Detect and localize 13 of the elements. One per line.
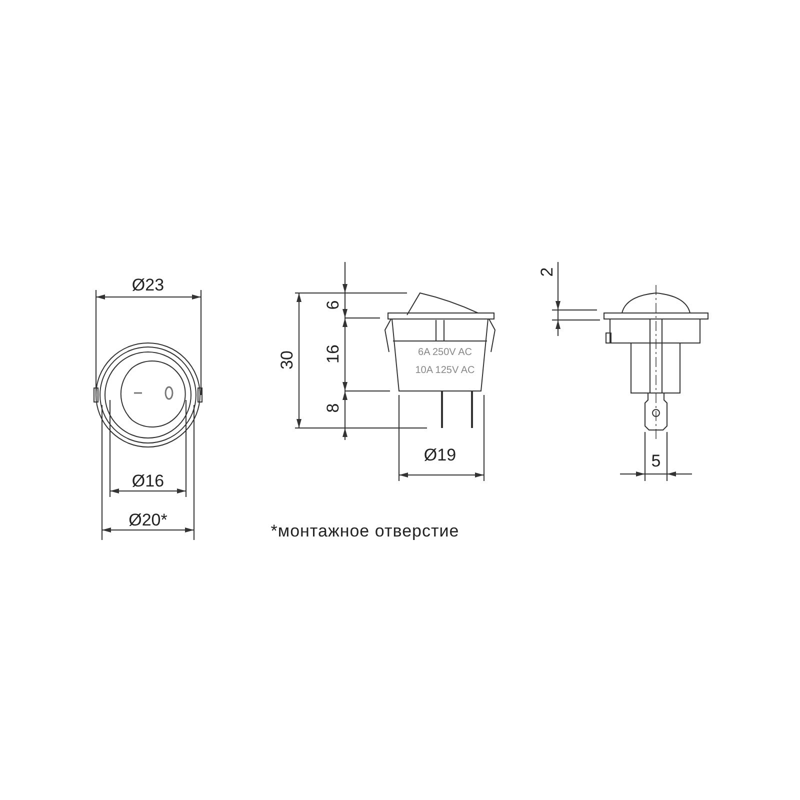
dimension-label: 16 xyxy=(324,344,342,364)
dimension-label: 8 xyxy=(324,403,342,413)
dimension-label: Ø16 xyxy=(132,472,164,490)
dimension-label: Ø20* xyxy=(128,512,168,528)
dimension-label: Ø19 xyxy=(424,446,456,464)
rating-label: 6A 250V AC xyxy=(418,348,472,358)
dimension-label: Ø23 xyxy=(132,276,164,294)
dimension-label: 6 xyxy=(324,300,342,310)
footnote-text: *монтажное отверстие xyxy=(270,522,460,540)
dimension-label: 2 xyxy=(538,267,556,277)
dimension-label: 30 xyxy=(278,350,296,370)
dimension-label: 5 xyxy=(651,452,661,470)
rating-label: 10A 125V AC xyxy=(415,366,475,376)
